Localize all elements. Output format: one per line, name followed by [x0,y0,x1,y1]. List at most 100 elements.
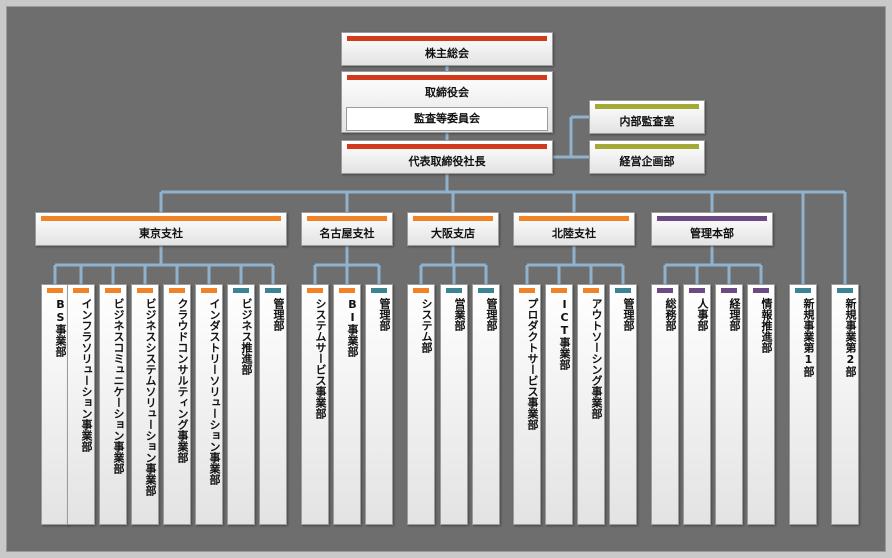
department-label: アウトソーシング事業部 [590,298,603,419]
org-chart: 株主総会 取締役会 監査等委員会 代表取締役社長 内部監査室 経営企画部 東京支… [6,6,886,552]
department-box: 新規事業第1部 [789,284,817,525]
department-box: ビジネスコミュニケーション事業部 [99,284,127,525]
department-label: 新規事業第1部 [802,298,815,377]
department-box: 管理部 [609,284,637,525]
color-bar [73,288,89,293]
department-label: 総務部 [664,298,677,331]
color-bar [137,288,153,293]
color-bar [753,288,769,293]
department-label: システムサービス事業部 [314,298,327,419]
branch-label: 北陸支社 [552,227,596,240]
branch-label: 名古屋支社 [319,227,375,240]
color-bar [169,288,185,293]
department-box: システムサービス事業部 [301,284,329,525]
color-bar [478,288,494,293]
department-box: 経理部 [715,284,743,525]
department-label: 情報推進部 [760,298,773,353]
audit-committee-box: 監査等委員会 [346,107,548,131]
color-bar [721,288,737,293]
branch-box: 北陸支社 [513,212,635,246]
color-bar [595,144,699,149]
branch-box: 東京支社 [35,212,287,246]
color-bar [339,288,355,293]
department-box: 人事部 [683,284,711,525]
department-box: インダストリーソリューション事業部 [195,284,223,525]
department-label: 人事部 [696,298,709,331]
department-label: クラウドコンサルティング事業部 [176,298,189,463]
department-box: BI事業部 [333,284,361,525]
planning-box: 経営企画部 [589,140,705,174]
color-bar [657,216,767,221]
branch-box: 管理本部 [651,212,773,246]
color-bar [615,288,631,293]
department-label: ICT事業部 [558,298,571,370]
color-bar [657,288,673,293]
branch-box: 名古屋支社 [301,212,393,246]
department-box: 管理部 [259,284,287,525]
color-bar [413,288,429,293]
color-bar [551,288,567,293]
internal-audit-box: 内部監査室 [589,100,705,134]
color-bar [265,288,281,293]
department-box: 総務部 [651,284,679,525]
department-box: 新規事業第2部 [831,284,859,525]
color-bar [347,36,547,41]
board-box: 取締役会 監査等委員会 [341,71,553,133]
department-label: 経理部 [728,298,741,331]
department-box: 管理部 [472,284,500,525]
department-label: インフラソリューション事業部 [80,298,93,452]
department-box: 情報推進部 [747,284,775,525]
internal-audit-label: 内部監査室 [619,115,675,128]
department-label: BI事業部 [346,298,359,357]
shareholders-label: 株主総会 [425,47,469,60]
department-label: ビジネスシステムソリューション事業部 [144,298,157,496]
department-box: クラウドコンサルティング事業部 [163,284,191,525]
color-bar [47,288,63,293]
president-label: 代表取締役社長 [408,155,486,168]
department-label: プロダクトサービス事業部 [526,298,539,430]
department-box: アウトソーシング事業部 [577,284,605,525]
color-bar [583,288,599,293]
branch-box: 大阪支店 [407,212,499,246]
color-bar [519,216,629,221]
department-label: 管理部 [272,298,285,331]
department-label: 管理部 [485,298,498,331]
connector-lines [53,66,847,284]
department-label: インダストリーソリューション事業部 [208,298,221,485]
color-bar [307,288,323,293]
branch-label: 大阪支店 [431,227,475,240]
color-bar [233,288,249,293]
color-bar [201,288,217,293]
department-box: 営業部 [440,284,468,525]
color-bar [689,288,705,293]
department-label: ビジネスコミュニケーション事業部 [112,298,125,474]
department-box: プロダクトサービス事業部 [513,284,541,525]
department-label: ビジネス推進部 [240,298,253,375]
department-box: ビジネスシステムソリューション事業部 [131,284,159,525]
department-box: 管理部 [365,284,393,525]
color-bar [307,216,387,221]
branch-label: 東京支社 [139,227,183,240]
color-bar [595,104,699,109]
color-bar [105,288,121,293]
department-box: インフラソリューション事業部 [67,284,95,525]
color-bar [837,288,853,293]
color-bar [795,288,811,293]
department-box: ICT事業部 [545,284,573,525]
department-box: システム部 [407,284,435,525]
department-label: 管理部 [622,298,635,331]
department-label: 管理部 [378,298,391,331]
department-box: BS事業部 [41,284,69,525]
branch-label: 管理本部 [690,227,734,240]
president-box: 代表取締役社長 [341,140,553,174]
department-box: ビジネス推進部 [227,284,255,525]
department-label: BS事業部 [54,298,67,357]
department-label: システム部 [420,298,433,353]
color-bar [371,288,387,293]
color-bar [519,288,535,293]
shareholders-box: 株主総会 [341,32,553,66]
planning-label: 経営企画部 [619,155,675,168]
color-bar [446,288,462,293]
color-bar [41,216,281,221]
board-label: 取締役会 [425,86,469,99]
